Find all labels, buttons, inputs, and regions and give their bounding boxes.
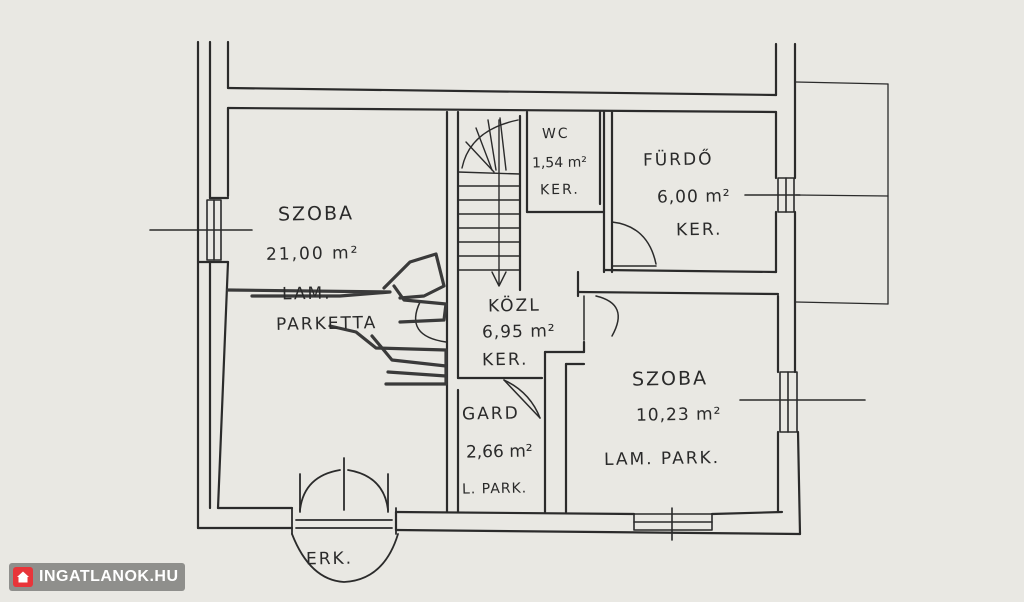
room-gard-area: 2,66 m² [465, 441, 533, 463]
room-kozl-area: 6,95 m² [481, 321, 556, 343]
room-szoba-small-name: SZOBA [631, 367, 709, 391]
room-wc-area: 1,54 m² [531, 154, 588, 172]
room-wc-floor: KER. [539, 181, 580, 199]
windows [149, 177, 866, 541]
scribble-mark [226, 252, 448, 386]
room-szoba-large-area: 21,00 m² [265, 243, 360, 265]
room-szoba-small-area: 10,23 m² [635, 404, 722, 426]
room-kozl-floor: KER. [481, 349, 529, 371]
house-logo-icon [13, 567, 33, 587]
room-furdo-area: 6,00 m² [656, 186, 731, 208]
room-szoba-large-floor: LAM. [281, 283, 332, 305]
neighbor-outline [795, 81, 889, 305]
room-gard-floor: L. PARK. [461, 480, 528, 498]
interior-walls [445, 110, 780, 514]
door-swings [415, 221, 657, 419]
watermark-text: INGATLANOK.HU [39, 568, 179, 585]
balcony [291, 457, 399, 583]
room-erkely-name: ERK. [305, 548, 354, 570]
room-furdo-floor: KER. [675, 219, 723, 241]
room-szoba-small-floor: LAM. PARK. [603, 447, 721, 471]
room-szoba-large-name: SZOBA [277, 202, 355, 226]
room-gard-name: GARD [461, 403, 520, 425]
room-wc-name: WC [541, 125, 570, 143]
room-furdo-name: FÜRDŐ [642, 149, 714, 171]
outer-walls [196, 40, 802, 536]
room-szoba-large-floor2: PARKETTA [275, 313, 378, 335]
staircase [457, 117, 521, 287]
room-kozl-name: KÖZL [487, 295, 541, 317]
watermark: INGATLANOK.HU [9, 563, 185, 591]
